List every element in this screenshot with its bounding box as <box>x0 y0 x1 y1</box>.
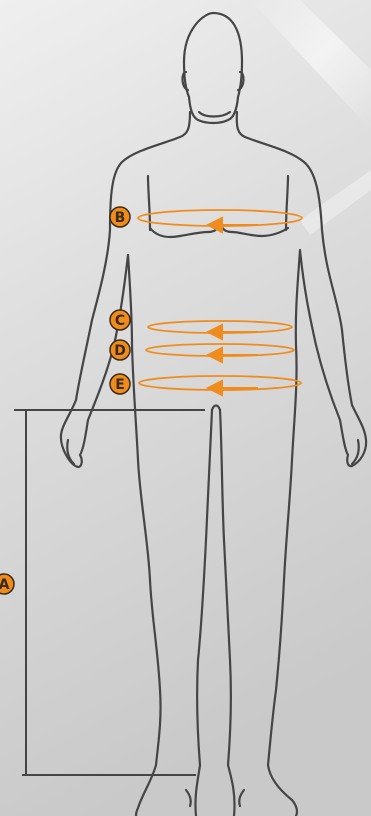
marker-b: B <box>110 207 130 227</box>
marker-c-label: C <box>115 313 125 329</box>
marker-e: E <box>110 374 130 394</box>
marker-d: D <box>110 340 130 360</box>
marker-c: C <box>110 310 130 330</box>
marker-b-label: B <box>115 210 126 226</box>
marker-a: A <box>0 574 14 594</box>
marker-d-label: D <box>114 343 126 359</box>
marker-e-label: E <box>115 377 125 393</box>
marker-a-label: A <box>0 577 10 593</box>
